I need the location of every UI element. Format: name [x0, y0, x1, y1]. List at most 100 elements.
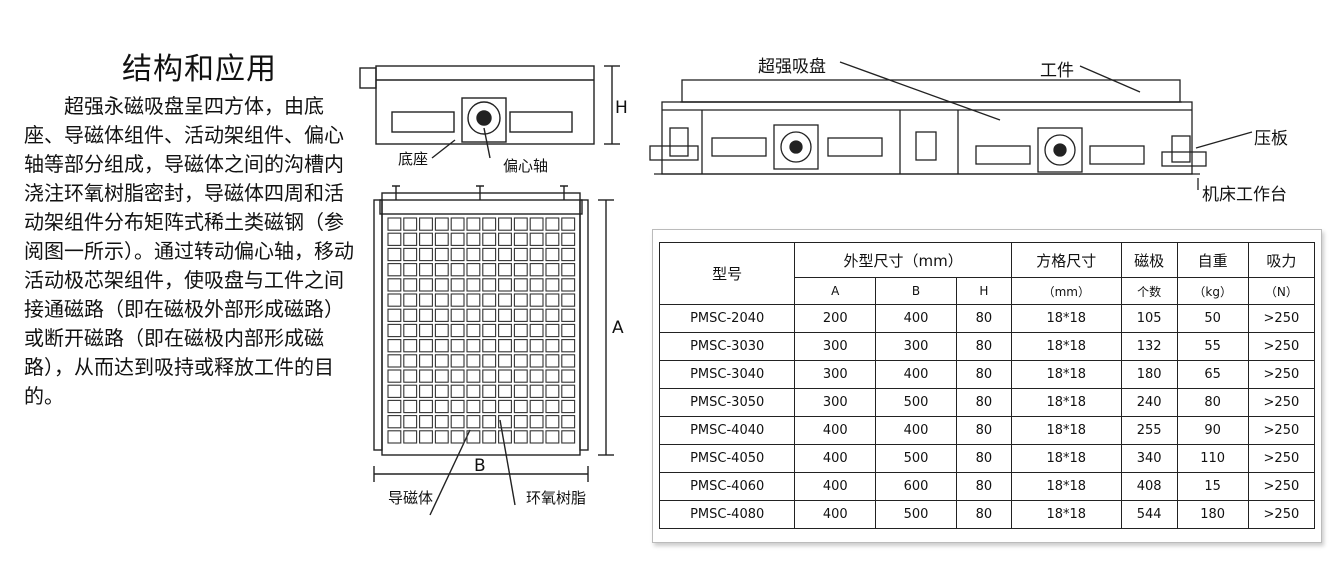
pole-cell — [419, 247, 433, 262]
pole-cell — [466, 399, 481, 414]
subheader-poles-unit: 个数 — [1120, 277, 1178, 305]
cell-h: 80 — [955, 388, 1012, 417]
pole-cell — [498, 293, 512, 307]
subheader-a: A — [794, 277, 877, 305]
pole-cell — [434, 369, 449, 383]
pole-cell — [545, 369, 560, 383]
cell-weight: 110 — [1176, 444, 1249, 473]
pole-cell — [434, 339, 449, 353]
pole-cell — [434, 384, 449, 398]
pole-cell — [545, 263, 560, 277]
assembly-diagram — [649, 61, 1253, 190]
pole-cell — [434, 263, 449, 277]
chuck-structure-diagram — [359, 65, 620, 516]
cell-h: 80 — [955, 360, 1012, 389]
pole-cell — [450, 369, 465, 383]
pole-cell — [403, 369, 418, 383]
pole-cell — [419, 399, 433, 414]
pole-cell — [434, 415, 449, 429]
pole-cell — [466, 339, 481, 353]
label-eccentric-shaft: 偏心轴 — [503, 157, 549, 175]
pole-cell — [434, 247, 449, 262]
cell-weight: 15 — [1176, 472, 1249, 501]
cell-model: PMSC-4040 — [658, 416, 796, 445]
pole-cell — [482, 339, 497, 353]
pole-cell — [466, 384, 481, 398]
pole-cell — [529, 354, 544, 368]
pole-cell — [450, 232, 465, 246]
pole-cell — [434, 354, 449, 368]
pole-cell — [419, 278, 433, 292]
cell-force: >250 — [1247, 472, 1316, 501]
cell-model: PMSC-3040 — [658, 360, 796, 389]
pole-cell — [513, 308, 528, 322]
subheader-b: B — [875, 277, 957, 305]
pole-cell — [419, 430, 433, 444]
dimension-a: A — [612, 318, 624, 338]
pole-cell — [498, 263, 512, 277]
spec-table: 型号 外型尺寸（mm） 方格尺寸 磁极 自重 吸力 A B H （mm） 个数 … — [658, 242, 1316, 529]
pole-cell — [434, 308, 449, 322]
pole-cell — [482, 217, 497, 231]
pole-cell — [513, 263, 528, 277]
pole-cell — [529, 430, 544, 444]
cell-a: 400 — [794, 444, 877, 473]
pole-cell — [561, 323, 576, 338]
pole-cell — [450, 384, 465, 398]
subheader-grid-unit: （mm） — [1010, 277, 1122, 305]
label-workpiece: 工件 — [1040, 61, 1074, 81]
pole-cell — [387, 384, 402, 398]
cell-grid: 18*18 — [1010, 332, 1122, 361]
pole-cell — [403, 354, 418, 368]
cell-poles: 255 — [1120, 416, 1178, 445]
pole-cell — [434, 278, 449, 292]
cell-h: 80 — [955, 444, 1012, 473]
cell-model: PMSC-3030 — [658, 332, 796, 361]
pole-cell — [545, 308, 560, 322]
pole-cell — [529, 308, 544, 322]
cell-poles: 340 — [1120, 444, 1178, 473]
pole-cell — [450, 415, 465, 429]
dimension-h: H — [615, 98, 628, 118]
cell-force: >250 — [1247, 500, 1316, 529]
pole-cell — [403, 399, 418, 414]
pole-cell — [498, 217, 512, 231]
pole-cell — [513, 293, 528, 307]
cell-weight: 50 — [1176, 304, 1249, 333]
pole-cell — [529, 217, 544, 231]
pole-cell — [466, 278, 481, 292]
pole-cell — [466, 369, 481, 383]
pole-cell — [419, 263, 433, 277]
pole-cell — [529, 384, 544, 398]
label-magnetic-conductor: 导磁体 — [388, 489, 434, 507]
pole-cell — [387, 247, 402, 262]
cell-force: >250 — [1247, 360, 1316, 389]
pole-cell — [387, 263, 402, 277]
pole-cell — [498, 384, 512, 398]
pole-cell — [482, 247, 497, 262]
cell-poles: 544 — [1120, 500, 1178, 529]
pole-cell — [482, 232, 497, 246]
cell-force: >250 — [1247, 332, 1316, 361]
pole-cell — [498, 308, 512, 322]
cell-h: 80 — [955, 472, 1012, 501]
pole-cell — [419, 217, 433, 231]
pole-cell — [450, 247, 465, 262]
pole-cell — [434, 217, 449, 231]
description-paragraph: 超强永磁吸盘呈四方体，由底座、导磁体组件、活动架组件、偏心轴等部分组成，导磁体之… — [24, 94, 354, 408]
pole-cell — [419, 369, 433, 383]
pole-cell — [482, 384, 497, 398]
pole-cell — [434, 430, 449, 444]
pole-cell — [561, 278, 576, 292]
pole-cell — [419, 415, 433, 429]
pole-cell — [513, 278, 528, 292]
cell-poles: 408 — [1120, 472, 1178, 501]
pole-cell — [498, 369, 512, 383]
cell-b: 500 — [875, 444, 957, 473]
label-epoxy-resin: 环氧树脂 — [526, 489, 587, 507]
pole-cell — [403, 293, 418, 307]
pole-cell — [466, 354, 481, 368]
pole-cell — [513, 415, 528, 429]
